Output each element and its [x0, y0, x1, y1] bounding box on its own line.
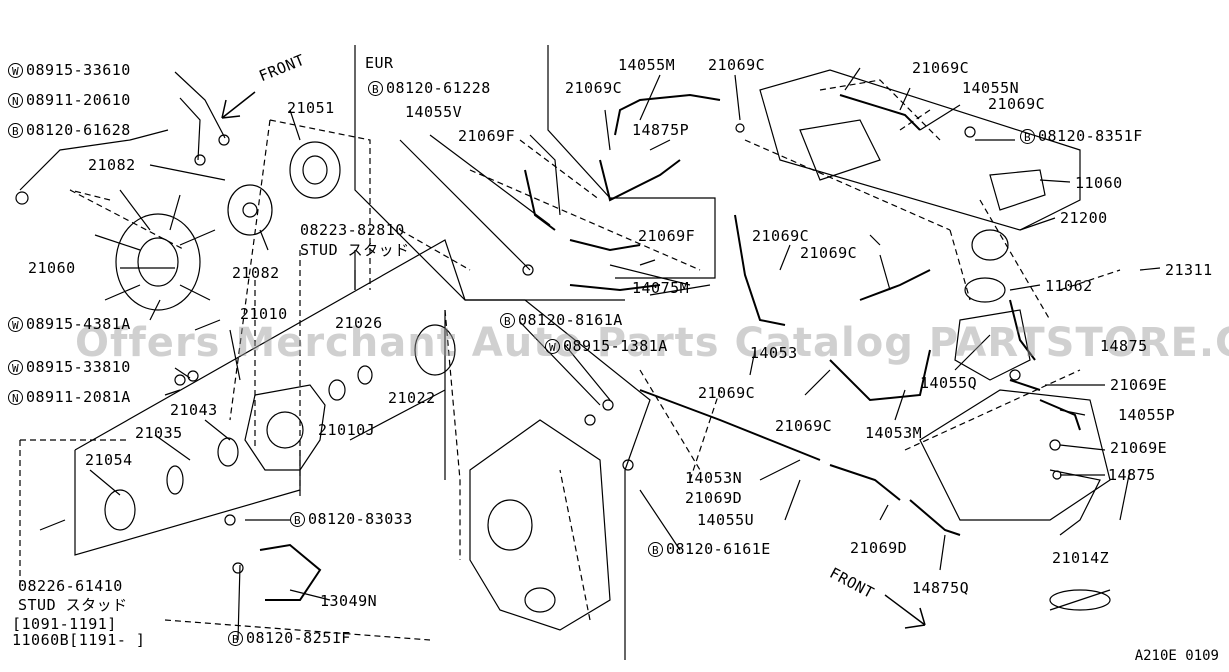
label-21069c-6: 21069C	[800, 244, 858, 262]
label-21060: 21060	[28, 259, 76, 277]
label-21069c-4: 21069C	[988, 95, 1046, 113]
pulley	[227, 184, 273, 236]
label-21051: 21051	[287, 99, 335, 117]
label-21069e-a: 21069E	[1110, 376, 1168, 394]
clamps-bolts	[15, 123, 1111, 611]
label-21069c-8: 21069C	[775, 417, 833, 435]
callout-w-icon: W	[545, 339, 560, 354]
callout-n-icon: N	[8, 93, 23, 108]
label-11060: 11060	[1075, 174, 1123, 192]
callout-b-icon: B	[1020, 129, 1035, 144]
fan	[94, 189, 216, 321]
label-21069c-3: 21069C	[912, 59, 970, 77]
callout-w-icon: W	[8, 360, 23, 375]
label-21069c-7: 21069C	[698, 384, 756, 402]
label-14055n: 14055N	[962, 79, 1020, 97]
label-21069c-2: 21069C	[708, 56, 766, 74]
engine-block-lower	[469, 419, 611, 631]
label-21069d-a: 21069D	[685, 489, 743, 507]
label-21054: 21054	[85, 451, 133, 469]
label-21069d-b: 21069D	[850, 539, 908, 557]
hoses	[259, 93, 1081, 601]
label-14055u: 14055U	[697, 511, 755, 529]
label-11060b: 11060B[1191- ]	[12, 631, 146, 649]
label-21010: 21010	[240, 305, 288, 323]
label-14055m: 14055M	[618, 56, 676, 74]
watermark: Offers Merchant Auto Parts Catalog PARTS…	[75, 320, 1229, 366]
label-14075m: 14075M	[632, 279, 690, 297]
label-08226-61410: 08226-61410	[18, 577, 123, 595]
label-14053n: 14053N	[685, 469, 743, 487]
label-14875-right: 14875	[1100, 337, 1148, 355]
label-14055v: 14055V	[405, 103, 463, 121]
label-21026: 21026	[335, 314, 383, 332]
label-14055p: 14055P	[1118, 406, 1176, 424]
water-pump	[104, 324, 456, 531]
section-boundaries	[19, 79, 1121, 641]
callout-b-icon: B	[228, 631, 243, 646]
label-21082-a: 21082	[88, 156, 136, 174]
callout-w-icon: W	[8, 317, 23, 332]
callout-b-icon: B	[368, 81, 383, 96]
label-21014z: 21014Z	[1052, 549, 1110, 567]
label-21200: 21200	[1060, 209, 1108, 227]
thermostat-housing	[954, 169, 1046, 381]
label-21082-b: 21082	[232, 264, 280, 282]
label-21069c-5: 21069C	[752, 227, 810, 245]
callout-n-icon: N	[8, 390, 23, 405]
label-21069e-b: 21069E	[1110, 439, 1168, 457]
label-eur: EUR	[365, 54, 394, 72]
intake-manifold	[759, 69, 1081, 231]
label-14875p: 14875P	[632, 121, 690, 139]
label-21043: 21043	[170, 401, 218, 419]
label-21022: 21022	[388, 389, 436, 407]
callout-b-icon: B	[8, 123, 23, 138]
label-08223-82810: 08223-82810	[300, 221, 405, 239]
callout-w-icon: W	[8, 63, 23, 78]
callout-b-icon: B	[648, 542, 663, 557]
label-stud-top: STUD スタッド	[300, 241, 410, 259]
engine-block-right	[919, 389, 1131, 536]
front-arrows	[221, 91, 926, 629]
drawing-code: A210E 0109	[1134, 648, 1219, 664]
label-13049n: 13049N	[320, 592, 378, 610]
label-14875-bottom: 14875	[1108, 466, 1156, 484]
label-stud-bottom: STUD スタッド	[18, 596, 128, 614]
callout-b-icon: B	[500, 313, 515, 328]
label-21311: 21311	[1165, 261, 1213, 279]
fan-coupling	[289, 141, 341, 199]
section-frames	[74, 45, 716, 660]
label-21069f-b: 21069F	[638, 227, 696, 245]
label-21035: 21035	[135, 424, 183, 442]
label-21010j: 21010J	[318, 421, 376, 439]
label-21069f-a: 21069F	[458, 127, 516, 145]
label-range-1: [1091-1191]	[12, 615, 117, 633]
label-14053m: 14053M	[865, 424, 923, 442]
leader-lines	[19, 67, 1161, 641]
callout-b-icon: B	[290, 512, 305, 527]
label-14875q: 14875Q	[912, 579, 970, 597]
label-21069c-1: 21069C	[565, 79, 623, 97]
label-14055q: 14055Q	[920, 374, 978, 392]
label-14053: 14053	[750, 344, 798, 362]
label-11062: 11062	[1045, 277, 1093, 295]
